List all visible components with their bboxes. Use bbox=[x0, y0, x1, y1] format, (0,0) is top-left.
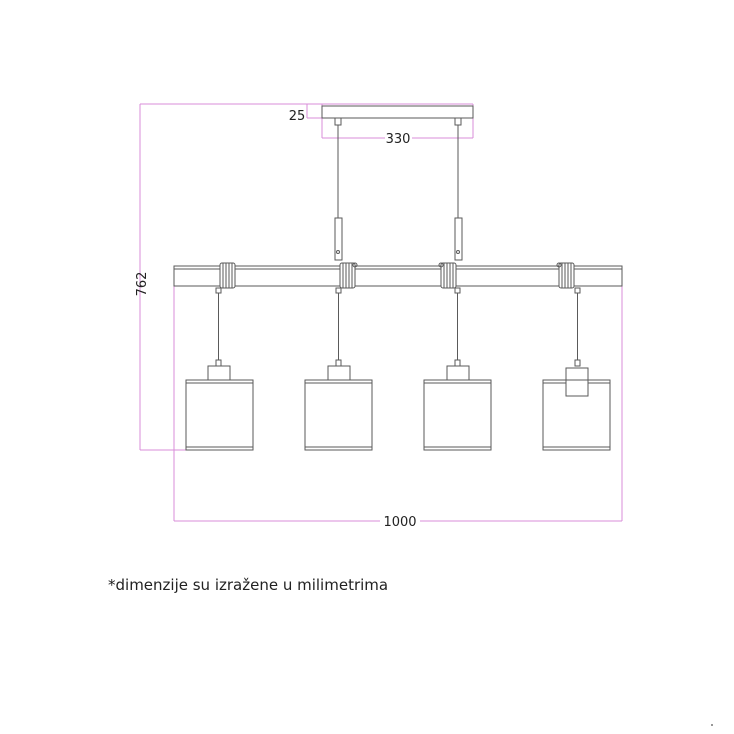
lamp-shade-3 bbox=[423, 379, 492, 451]
beam-body bbox=[173, 265, 623, 287]
spacing-dim-label: 330 bbox=[386, 132, 411, 147]
canopy-plate bbox=[321, 105, 474, 119]
dimension-lines bbox=[139, 103, 623, 522]
height-dim-label: 762 bbox=[135, 272, 150, 297]
ceiling-canopy bbox=[321, 105, 474, 126]
cable-sleeve-left bbox=[334, 217, 343, 261]
pendant-2 bbox=[304, 287, 373, 451]
pendant-1 bbox=[185, 287, 254, 451]
clamp-2 bbox=[339, 262, 358, 289]
sleeve-screw-right bbox=[456, 250, 460, 254]
width-dim-label: 1000 bbox=[383, 515, 416, 530]
pendant-drops bbox=[185, 287, 611, 451]
beam-clamps bbox=[219, 262, 575, 289]
cable-sleeve-right bbox=[454, 217, 463, 261]
corner-mark bbox=[711, 724, 713, 726]
lamp-shade-1 bbox=[185, 379, 254, 451]
lamp-shade-2 bbox=[304, 379, 373, 451]
canopy-mount-right bbox=[454, 117, 462, 126]
suspension-cables bbox=[334, 125, 463, 261]
thickness-dim-label: 25 bbox=[289, 109, 306, 124]
canopy-mount-left bbox=[334, 117, 342, 126]
clamp-4 bbox=[556, 262, 575, 289]
pendant-4 bbox=[542, 287, 611, 451]
wooden-beam bbox=[173, 265, 623, 287]
dimensions-note: *dimenzije su izražene u milimetrima bbox=[108, 576, 389, 594]
sleeve-screw-left bbox=[336, 250, 340, 254]
pendant-3 bbox=[423, 287, 492, 451]
clamp-3 bbox=[438, 262, 457, 289]
clamp-1 bbox=[219, 262, 236, 289]
